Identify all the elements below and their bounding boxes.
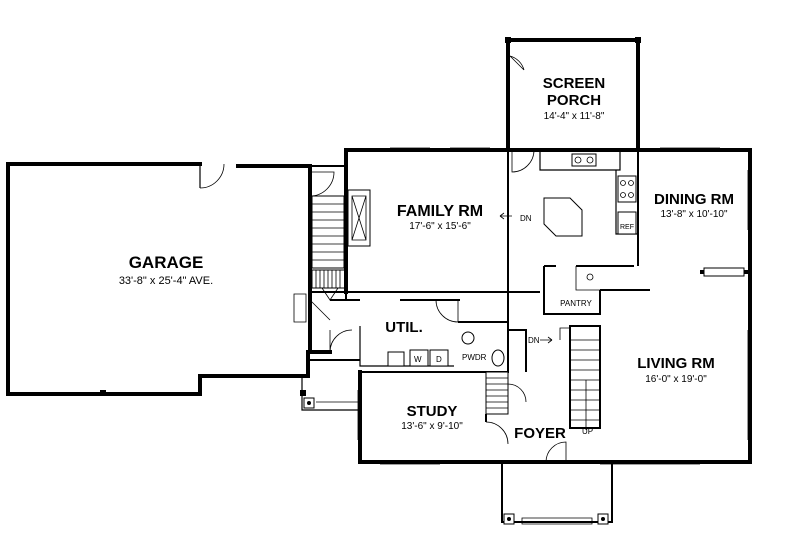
kitchen-down-label: DN xyxy=(520,214,532,223)
washer-label: W xyxy=(414,355,422,364)
laundry-sink xyxy=(387,351,405,367)
garage: GARAGE 33'-8" x 25'-4" AVE. xyxy=(6,162,312,396)
screen-porch: SCREEN PORCH 14'-4" x 11'-8" xyxy=(505,37,641,152)
study-size: 13'-6" x 9'-10" xyxy=(401,421,463,432)
main-stairs: UP DN xyxy=(528,325,601,436)
dryer-label: D xyxy=(436,355,442,364)
screen-porch-name-2: PORCH xyxy=(547,92,601,109)
refrigerator-label: REF xyxy=(620,224,634,231)
family-room-name: FAMILY RM xyxy=(397,203,483,220)
up-label: UP xyxy=(582,427,593,436)
toilet xyxy=(491,349,505,367)
dryer xyxy=(429,349,449,367)
refrigerator xyxy=(617,211,637,235)
pantry: PANTRY xyxy=(543,265,650,315)
garage-post xyxy=(100,390,106,396)
dining-room-name: DINING RM xyxy=(654,191,734,208)
family-room: FAMILY RM 17'-6" x 15'-6" DN xyxy=(344,147,532,294)
powder-room-label: PWDR xyxy=(462,353,487,362)
living-room-name: LIVING RM xyxy=(637,355,715,372)
living-room: LIVING RM 16'-0" x 19'-0" xyxy=(637,288,752,462)
family-room-size: 17'-6" x 15'-6" xyxy=(409,221,471,232)
kitchen-island xyxy=(543,197,583,237)
foyer: FOYER xyxy=(485,292,567,463)
garage-name: GARAGE xyxy=(129,253,204,272)
coat-closet xyxy=(485,371,509,415)
hall-down-label: DN xyxy=(528,336,540,345)
washer xyxy=(409,349,429,367)
living-room-size: 16'-0" x 19'-0" xyxy=(645,374,707,385)
garage-post xyxy=(300,390,306,396)
screen-porch-size: 14'-4" x 11'-8" xyxy=(544,111,605,122)
front-porch xyxy=(358,460,752,525)
pantry-label: PANTRY xyxy=(560,299,592,308)
dining-room: DINING RM 13'-8" x 10'-10" xyxy=(637,147,752,292)
powder-room: PWDR xyxy=(458,321,509,373)
garage-size: 33'-8" x 25'-4" AVE. xyxy=(119,275,213,287)
study-name: STUDY xyxy=(407,403,458,420)
screen-porch-name-1: SCREEN xyxy=(543,75,606,92)
side-stoop xyxy=(301,359,360,411)
mudroom-stairs xyxy=(309,165,347,301)
study: STUDY 13'-6" x 9'-10" xyxy=(357,370,509,464)
utility-room: W D UTIL. xyxy=(293,290,460,367)
foyer-name: FOYER xyxy=(514,425,566,442)
dining-room-size: 13'-8" x 10'-10" xyxy=(660,209,728,220)
powder-sink xyxy=(461,331,475,345)
kitchen: REF xyxy=(506,148,752,237)
range xyxy=(617,175,637,203)
utility-room-name: UTIL. xyxy=(385,319,423,336)
kitchen-sink xyxy=(571,153,597,167)
